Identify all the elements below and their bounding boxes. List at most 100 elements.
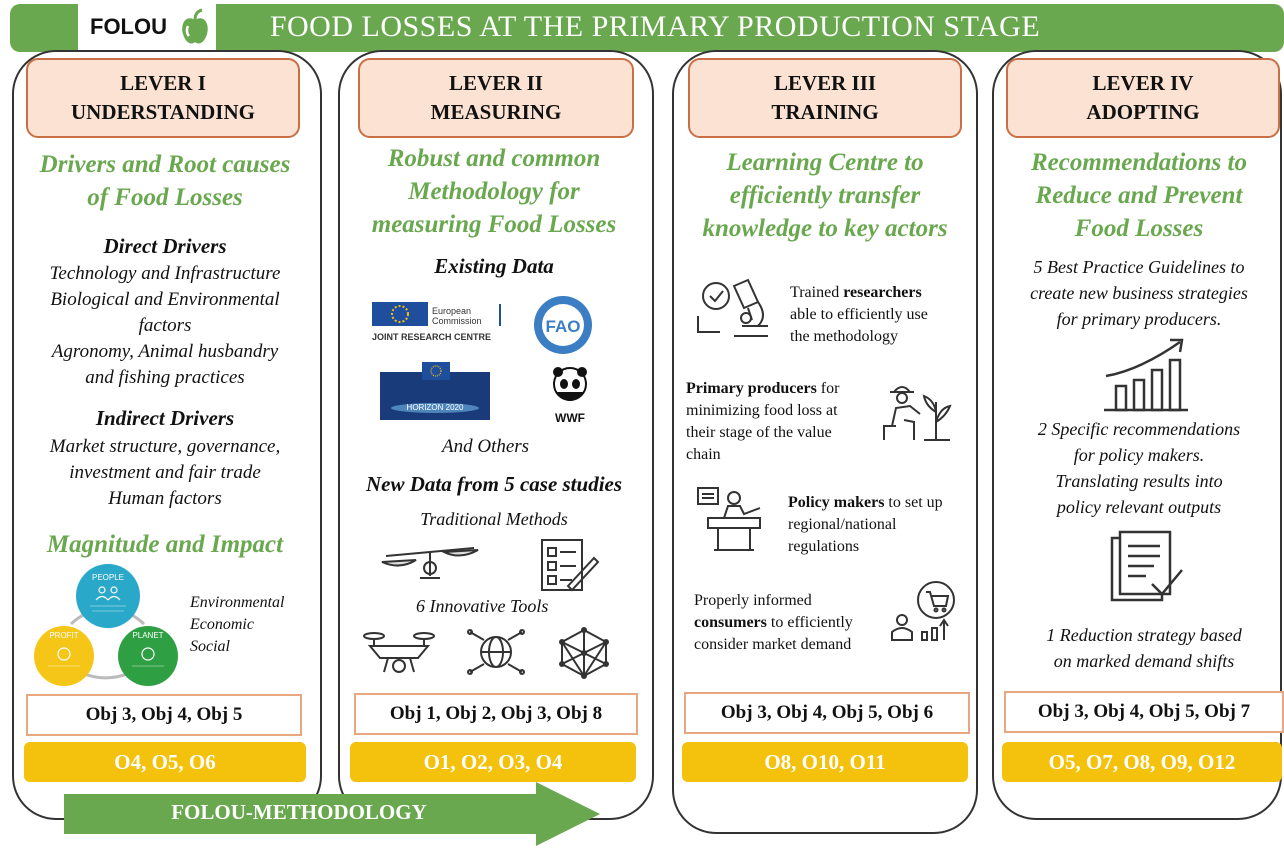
- lever-4-title-box: LEVER IV ADOPTING: [1006, 58, 1280, 138]
- lever-4-name: ADOPTING: [1086, 100, 1200, 124]
- existing-data-title: Existing Data: [434, 254, 554, 278]
- heading-line: efficiently transfer: [729, 182, 921, 209]
- driver-item: investment and fair trade: [69, 462, 261, 483]
- text-line: 1 Reduction strategy based: [1046, 625, 1242, 645]
- impact-list: Environmental Economic Social: [190, 592, 285, 658]
- logo-text: FOLOU: [90, 14, 167, 39]
- heading-line: Methodology for: [408, 178, 580, 205]
- farmer-icon: [883, 386, 952, 441]
- microscope-icon: [697, 278, 768, 337]
- text-line: their stage of the value: [686, 424, 832, 441]
- profit-label: PROFIT: [49, 631, 78, 640]
- driver-item: Technology and Infrastructure: [49, 263, 281, 284]
- lever-2-outcomes: O1, O2, O3, O4: [350, 742, 636, 782]
- policy-label: Policy makers: [788, 494, 885, 511]
- wwf-logo: WWF: [553, 367, 587, 425]
- lever-1-outcomes: O4, O5, O6: [24, 742, 306, 782]
- driver-item: Market structure, governance,: [49, 436, 281, 457]
- header-banner: [10, 4, 1284, 52]
- heading-line: Robust and common: [387, 145, 601, 172]
- jrc-logo: European Commission JOINT RESEARCH CENTR…: [372, 302, 501, 342]
- text-line: Properly informed: [694, 592, 812, 609]
- methodology-arrow: [64, 782, 600, 846]
- ec-text: European: [432, 306, 471, 316]
- text-span: to efficiently: [766, 614, 853, 631]
- profit-circle: [34, 626, 94, 686]
- driver-item: factors: [138, 315, 192, 336]
- drone-icon: [363, 632, 435, 673]
- lever-3-objectives: Obj 3, Obj 4, Obj 5, Obj 6: [684, 692, 970, 734]
- mesh-network-icon: [559, 627, 609, 679]
- lever-3-name: TRAINING: [771, 100, 879, 124]
- reduction-strategy-text: 1 Reduction strategy based on marked dem…: [996, 622, 1284, 674]
- text-line: Translating results into: [1055, 471, 1223, 491]
- horizon-text: HORIZON 2020: [407, 403, 464, 412]
- driver-item: Human factors: [108, 488, 222, 509]
- document-check-icon: [1110, 530, 1183, 602]
- text-line: for primary producers.: [1056, 309, 1222, 329]
- impact-item: Economic: [190, 616, 254, 633]
- direct-drivers-list: Technology and Infrastructure Biological…: [12, 261, 318, 391]
- recommendations-text: 2 Specific recommendations for policy ma…: [996, 416, 1282, 520]
- text-line: for policy makers.: [1073, 445, 1205, 465]
- heading-line: of Food Losses: [87, 184, 243, 211]
- planet-circle: [118, 626, 178, 686]
- text-line: able to efficiently use: [790, 306, 928, 323]
- heading-line: Recommendations to: [1031, 149, 1247, 176]
- impact-item: Environmental: [190, 594, 285, 611]
- researchers-text: Trained researchers able to efficiently …: [790, 282, 928, 348]
- direct-drivers-title: Direct Drivers: [103, 234, 227, 258]
- producers-text: Primary producers for minimizing food lo…: [686, 378, 839, 466]
- lever-4-heading: Recommendations to Reduce and Prevent Fo…: [996, 146, 1282, 245]
- researchers-label: researchers: [843, 284, 922, 301]
- lever-1-name: UNDERSTANDING: [71, 100, 255, 124]
- lever-3-outcomes: O8, O10, O11: [682, 742, 968, 782]
- lever-4-number: LEVER IV: [1092, 71, 1194, 95]
- fao-logo: FAO: [534, 296, 592, 354]
- podium-speaker-icon: [697, 487, 761, 551]
- text-line: chain: [686, 446, 721, 463]
- lever-2-heading: Robust and common Methodology for measur…: [338, 142, 650, 241]
- heading-line: Food Losses: [1074, 215, 1204, 242]
- policy-text: Policy makers to set up regional/nationa…: [788, 492, 943, 558]
- jrc-text: JOINT RESEARCH CENTRE: [372, 332, 491, 342]
- driver-item: and fishing practices: [85, 367, 245, 388]
- planet-label: PLANET: [132, 631, 163, 640]
- coin-icon: [57, 647, 71, 661]
- text-line: 2 Specific recommendations: [1037, 419, 1241, 439]
- people-label: PEOPLE: [92, 573, 124, 582]
- guidelines-text: 5 Best Practice Guidelines to create new…: [996, 254, 1282, 332]
- text-line: regional/national: [788, 516, 897, 533]
- heading-line: Learning Centre to: [726, 149, 924, 176]
- text-line: create new business strategies: [1030, 283, 1248, 303]
- consumers-text: Properly informed consumers to efficient…: [694, 590, 853, 656]
- lever-3-heading: Learning Centre to efficiently transfer …: [672, 146, 978, 245]
- indirect-drivers-title: Indirect Drivers: [95, 406, 235, 430]
- heading-line: knowledge to key actors: [702, 215, 948, 242]
- text-span: to set up: [884, 494, 943, 511]
- traditional-methods-text: Traditional Methods: [420, 509, 568, 529]
- text-line: regulations: [788, 538, 860, 555]
- text-line: on marked demand shifts: [1053, 651, 1235, 671]
- heading-line: Reduce and Prevent: [1035, 182, 1243, 209]
- innovative-tools-text: 6 Innovative Tools: [416, 596, 549, 616]
- text-span: for: [816, 380, 840, 397]
- lever-1-objectives: Obj 3, Obj 4, Obj 5: [26, 694, 302, 736]
- triple-bottom-line-diagram: PEOPLE PROFIT PLANET: [34, 564, 178, 686]
- shopping-cart-icon: [891, 581, 955, 641]
- people-icon: [95, 586, 121, 601]
- wwf-text: WWF: [555, 411, 585, 425]
- lever-1-heading: Drivers and Root causes of Food Losses: [12, 148, 318, 214]
- methodology-label: FOLOU-METHODOLOGY: [171, 800, 427, 824]
- and-others-text: And Others: [442, 436, 530, 457]
- driver-item: Biological and Environmental: [50, 289, 280, 310]
- lever-2-objectives: Obj 1, Obj 2, Obj 3, Obj 8: [354, 693, 638, 735]
- heading-line: Drivers and Root causes: [39, 151, 291, 178]
- lever-4-outcomes: O5, O7, O8, O9, O12: [1002, 742, 1282, 782]
- lever-2-column: [338, 50, 654, 820]
- text-line: minimizing food loss at: [686, 402, 838, 419]
- text-span: Trained: [790, 284, 844, 301]
- globe-icon: [141, 647, 155, 661]
- lever-3-number: LEVER III: [773, 71, 877, 95]
- lever-2-name: MEASURING: [430, 100, 562, 124]
